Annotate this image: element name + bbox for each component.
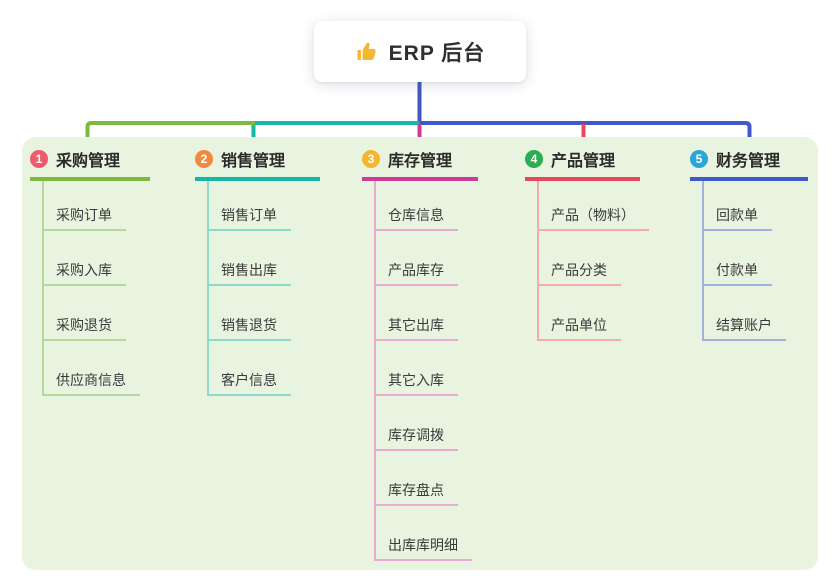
- branch-title-label: 销售管理: [221, 153, 286, 170]
- branch-header[interactable]: 1 采购管理: [30, 146, 150, 181]
- child-node[interactable]: 产品（物料）: [537, 176, 649, 231]
- branch-child-connector: [207, 181, 209, 396]
- branch-inventory: 3 库存管理 仓库信息产品库存其它出库其它入库库存调拨库存盘点出库库明细: [362, 146, 478, 561]
- child-node-label: 产品分类: [551, 262, 607, 278]
- child-node-label: 产品（物料）: [551, 207, 635, 223]
- child-node[interactable]: 产品单位: [537, 286, 621, 341]
- child-node[interactable]: 其它出库: [374, 286, 458, 341]
- child-node[interactable]: 产品库存: [374, 231, 458, 286]
- branch-children: 销售订单销售出库销售退货客户信息: [207, 176, 291, 396]
- child-node[interactable]: 付款单: [702, 231, 772, 286]
- child-node[interactable]: 库存调拨: [374, 396, 458, 451]
- branch-child-connector: [374, 181, 376, 561]
- root-node-label: ERP 后台: [388, 41, 486, 65]
- child-node-label: 供应商信息: [56, 372, 126, 388]
- child-node-label: 销售出库: [221, 262, 277, 278]
- branch-children: 产品（物料） 产品分类产品单位: [537, 176, 649, 341]
- branch-title-label: 财务管理: [716, 153, 781, 170]
- child-node[interactable]: 采购入库: [42, 231, 126, 286]
- child-node-label: 仓库信息: [388, 207, 444, 223]
- branch-number-badge: 1: [30, 150, 48, 168]
- child-node[interactable]: 仓库信息: [374, 176, 458, 231]
- child-node-label: 客户信息: [221, 372, 277, 388]
- thumbs-up-icon: [355, 40, 379, 64]
- branch-title-label: 采购管理: [56, 153, 121, 170]
- child-node[interactable]: 产品分类: [537, 231, 621, 286]
- branch-number-badge: 2: [195, 150, 213, 168]
- branch-children: 回款单付款单结算账户: [702, 176, 786, 341]
- branch-product: 4 产品管理 产品（物料） 产品分类产品单位: [525, 146, 649, 341]
- child-node[interactable]: 其它入库: [374, 341, 458, 396]
- child-node[interactable]: 结算账户: [702, 286, 786, 341]
- branch-child-connector: [42, 181, 44, 396]
- branch-finance: 5 财务管理 回款单付款单结算账户: [690, 146, 808, 341]
- child-node[interactable]: 销售退货: [207, 286, 291, 341]
- branch-sales: 2 销售管理 销售订单销售出库销售退货客户信息: [195, 146, 320, 396]
- child-node-label: 回款单: [716, 207, 758, 223]
- branch-children: 仓库信息产品库存其它出库其它入库库存调拨库存盘点出库库明细: [374, 176, 472, 561]
- branch-children: 采购订单采购入库采购退货供应商信息: [42, 176, 140, 396]
- child-node-label: 销售退货: [221, 317, 277, 333]
- branch-header[interactable]: 3 库存管理: [362, 146, 478, 181]
- child-node-label: 采购入库: [56, 262, 112, 278]
- branch-title-label: 产品管理: [551, 153, 616, 170]
- child-node[interactable]: 供应商信息: [42, 341, 140, 396]
- branches-panel: [22, 137, 818, 570]
- child-node-label: 销售订单: [221, 207, 277, 223]
- root-node[interactable]: ERP 后台: [314, 21, 526, 82]
- child-node[interactable]: 出库库明细: [374, 506, 472, 561]
- branch-header[interactable]: 5 财务管理: [690, 146, 808, 181]
- branch-number-badge: 3: [362, 150, 380, 168]
- branch-number-badge: 5: [690, 150, 708, 168]
- branch-header[interactable]: 4 产品管理: [525, 146, 640, 181]
- child-node-label: 其它出库: [388, 317, 444, 333]
- branch-header[interactable]: 2 销售管理: [195, 146, 320, 181]
- child-node-label: 出库库明细: [388, 537, 458, 553]
- child-node-label: 付款单: [716, 262, 758, 278]
- child-node[interactable]: 采购退货: [42, 286, 126, 341]
- child-node[interactable]: 销售订单: [207, 176, 291, 231]
- branch-number-badge: 4: [525, 150, 543, 168]
- child-node[interactable]: 客户信息: [207, 341, 291, 396]
- child-node-label: 产品库存: [388, 262, 444, 278]
- child-node[interactable]: 采购订单: [42, 176, 126, 231]
- child-node-label: 采购订单: [56, 207, 112, 223]
- child-node[interactable]: 回款单: [702, 176, 772, 231]
- child-node-label: 库存盘点: [388, 482, 444, 498]
- child-node-label: 采购退货: [56, 317, 112, 333]
- branch-child-connector: [537, 181, 539, 341]
- child-node[interactable]: 库存盘点: [374, 451, 458, 506]
- branch-title-label: 库存管理: [388, 153, 453, 170]
- child-node-label: 产品单位: [551, 317, 607, 333]
- branch-child-connector: [702, 181, 704, 341]
- child-node-label: 库存调拨: [388, 427, 444, 443]
- child-node-label: 其它入库: [388, 372, 444, 388]
- branch-purchase: 1 采购管理 采购订单采购入库采购退货供应商信息: [30, 146, 150, 396]
- child-node[interactable]: 销售出库: [207, 231, 291, 286]
- child-node-label: 结算账户: [716, 317, 772, 333]
